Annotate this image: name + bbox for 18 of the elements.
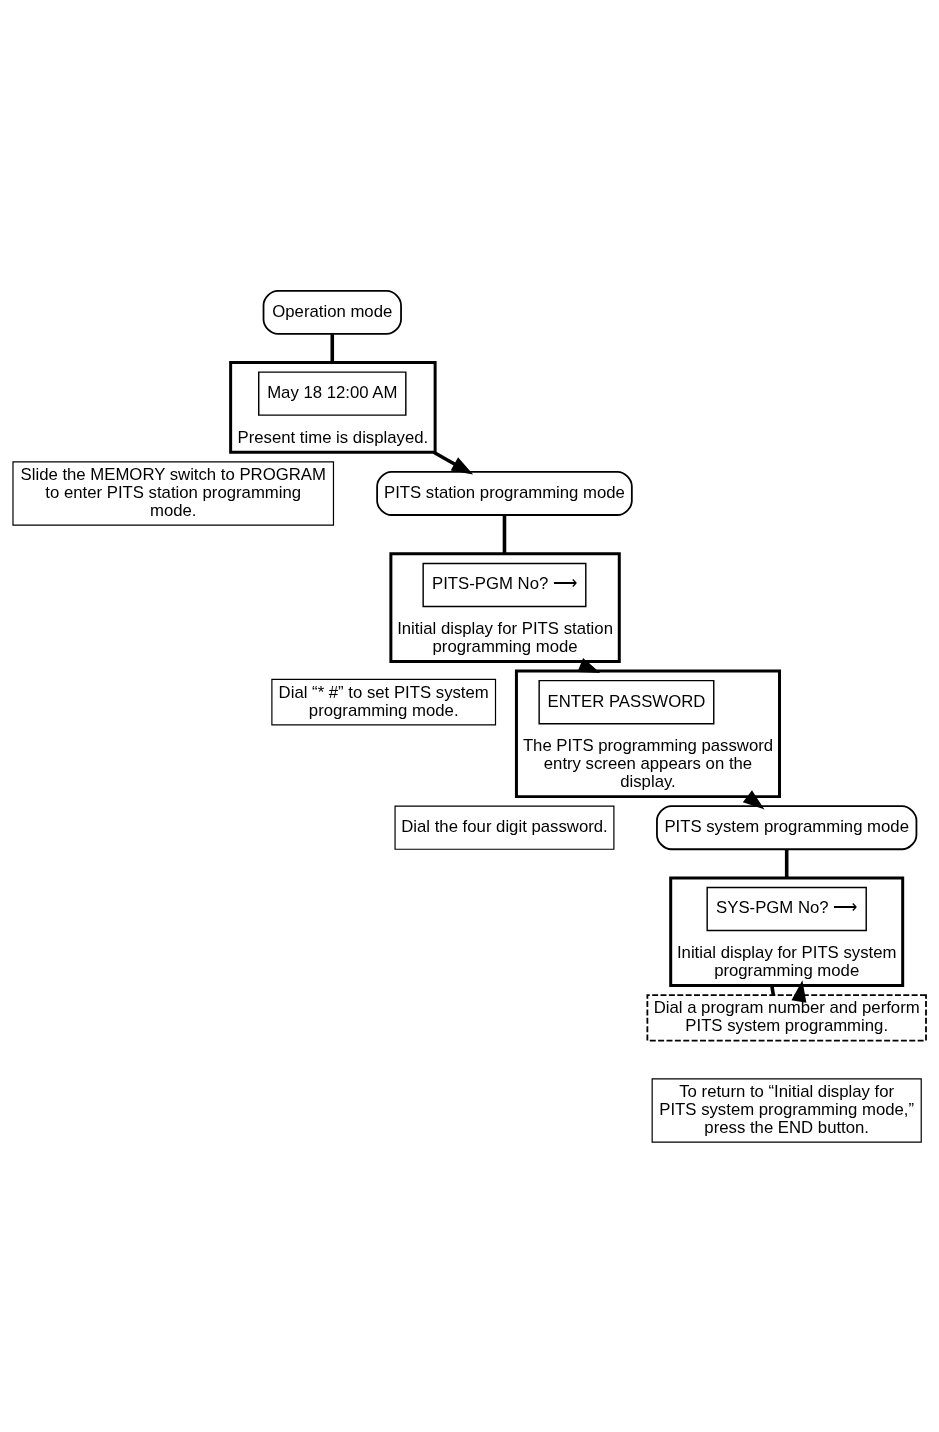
connector (770, 984, 776, 995)
node-box: May 18 12:00 AM (258, 370, 407, 416)
node-box: SYS-PGM No? ⟶ (706, 886, 867, 931)
node-box: Slide the MEMORY switch to PROGRAM to enter PITS station programming mode. (12, 460, 335, 526)
connector (502, 514, 507, 554)
connector (330, 333, 335, 363)
node-box: PITS station programming mode (376, 470, 633, 516)
arrow (791, 979, 807, 1003)
node-box: PITS system programming mode (656, 804, 918, 850)
arrow (432, 450, 474, 475)
node-box: To return to “Initial display for PITS system programming mode,” press the END button. (651, 1077, 922, 1143)
node-box: Operation mode (262, 289, 402, 335)
node-box: Dial “* #” to set PITS system programming mode. (271, 678, 497, 725)
node-box: PITS-PGM No? ⟶ (422, 562, 587, 607)
node-box: Dial the four digit password. (394, 805, 615, 850)
connector (784, 849, 789, 878)
node-box: ENTER PASSWORD (538, 679, 715, 724)
arrow (742, 789, 765, 809)
